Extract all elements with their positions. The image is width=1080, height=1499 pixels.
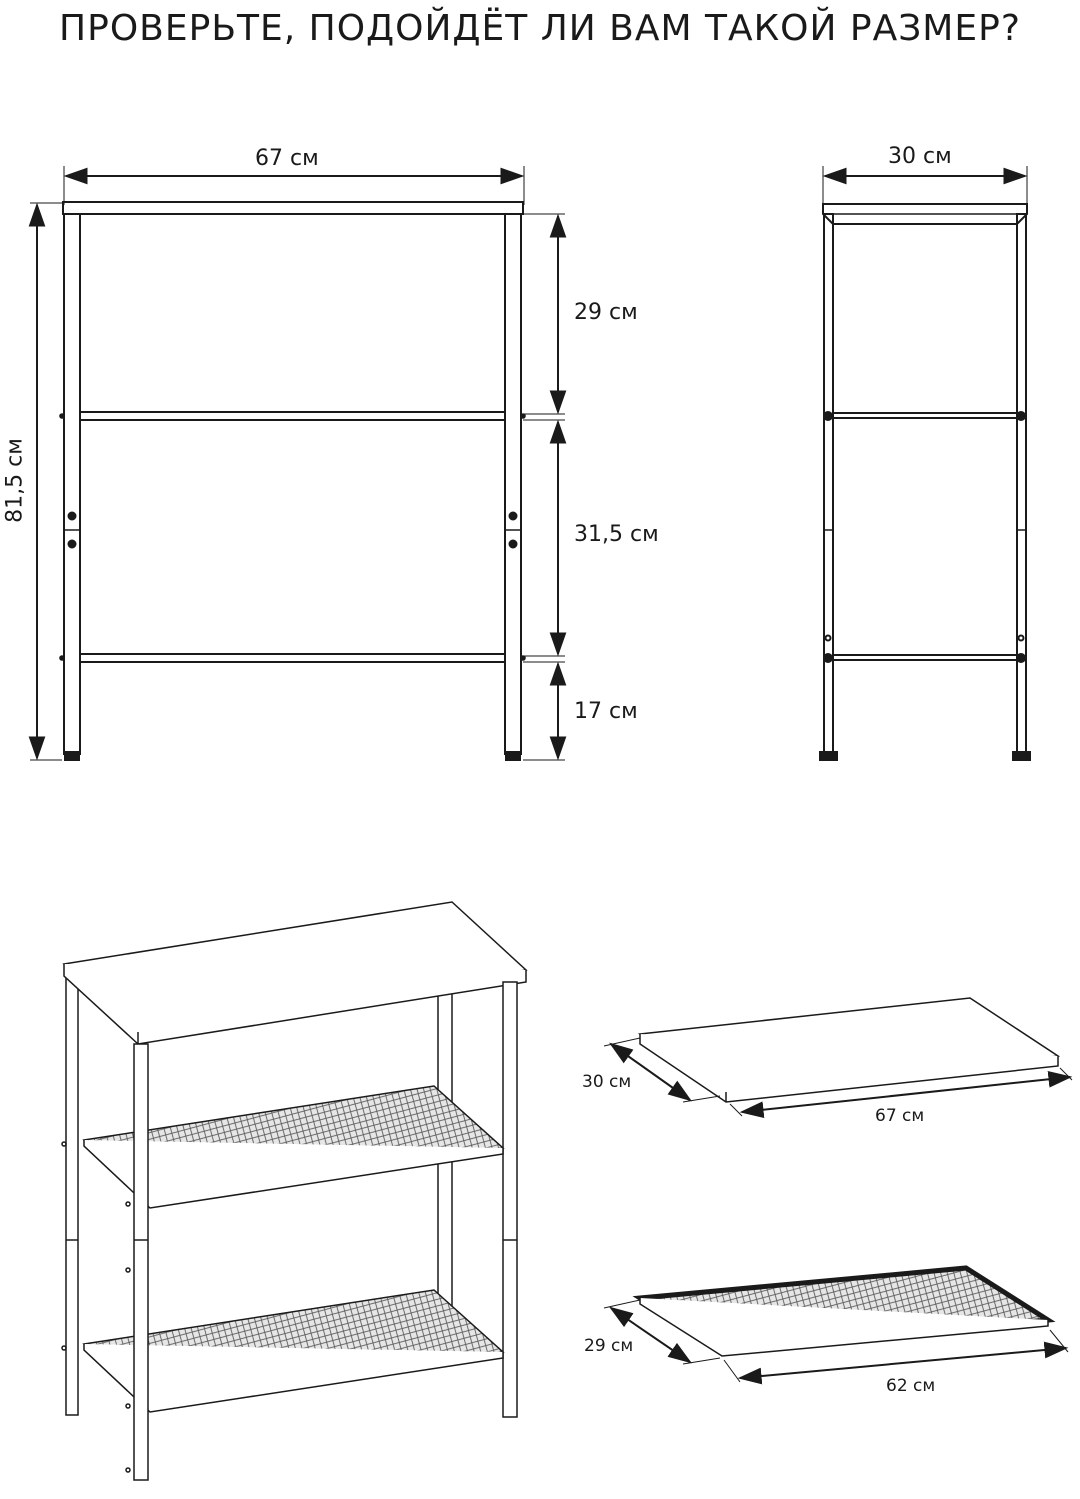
- top-board-width-label: 67 см: [875, 1106, 925, 1126]
- mesh-shelf-depth-dimension-line: [609, 1306, 692, 1364]
- isometric-view: [61, 901, 528, 1481]
- top-board-depth-dimension-line: [609, 1042, 692, 1102]
- page-title: ПРОВЕРЬТЕ, ПОДОЙДЁТ ЛИ ВАМ ТАКОЙ РАЗМЕР?: [59, 8, 1021, 49]
- top-board-width-dimension-line: [739, 1070, 1073, 1119]
- front-width-label: 67 см: [255, 146, 319, 171]
- front-right-leg: [504, 213, 522, 755]
- top-board-part: [603, 997, 1073, 1119]
- mesh-shelf-depth-label: 29 см: [584, 1336, 634, 1356]
- front-gap-top-label: 29 см: [574, 300, 638, 325]
- side-depth-label: 30 см: [888, 144, 952, 169]
- side-view: [819, 166, 1031, 761]
- front-lower-shelf: [79, 653, 506, 663]
- side-right-leg: [1016, 213, 1027, 755]
- front-gap-middle-label: 31,5 см: [574, 522, 659, 547]
- front-view: [28, 166, 567, 761]
- top-board-depth-label: 30 см: [582, 1072, 632, 1092]
- mesh-shelf-width-dimension-line: [737, 1341, 1069, 1385]
- mesh-shelf-width-label: 62 см: [886, 1376, 936, 1396]
- side-left-leg: [823, 213, 834, 755]
- front-left-leg: [63, 213, 81, 755]
- side-lower-shelf: [832, 654, 1018, 661]
- front-upper-shelf: [79, 411, 506, 421]
- front-height-label: 81,5 см: [2, 438, 28, 523]
- front-gap-bottom-label: 17 см: [574, 699, 638, 724]
- side-upper-shelf: [832, 412, 1018, 419]
- mesh-shelf-part: [603, 1265, 1069, 1385]
- front-top-board: [62, 201, 524, 215]
